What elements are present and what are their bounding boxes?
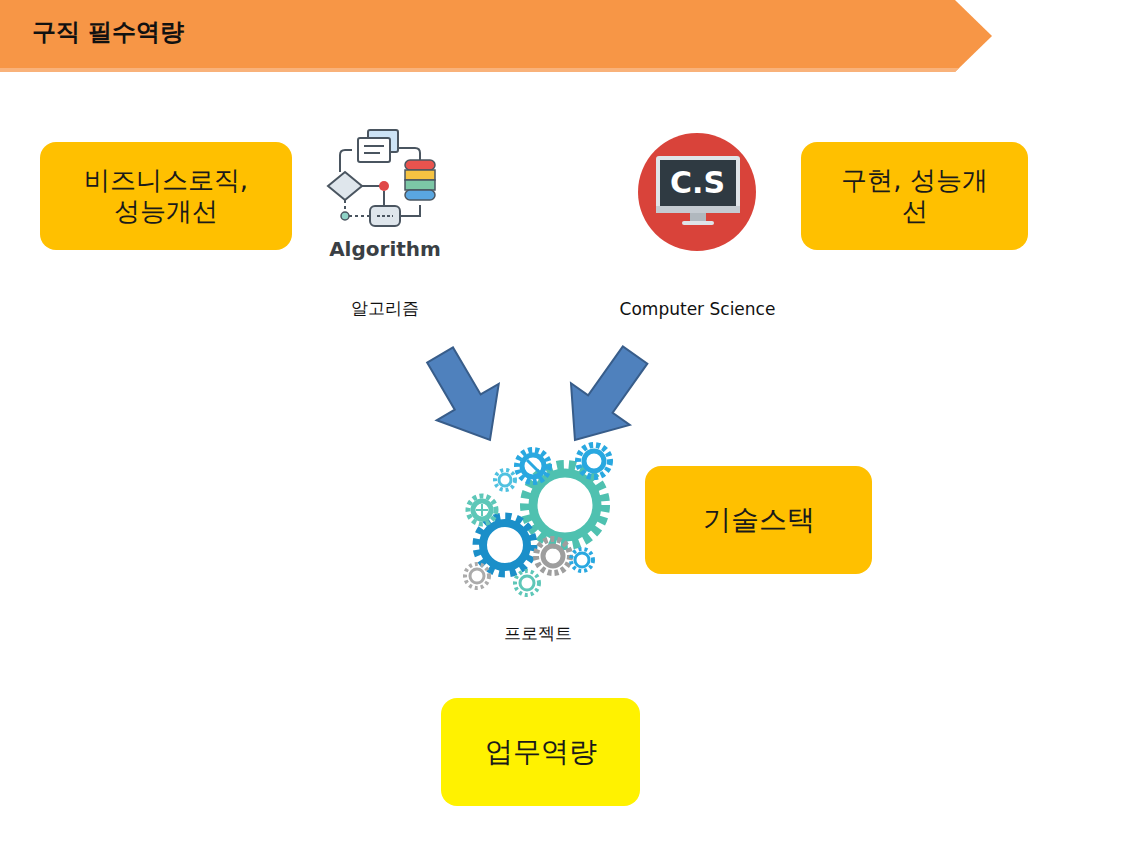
block-arrow [427,347,499,440]
icon-caption: 알고리즘 [310,297,460,320]
icon-caption: Computer Science [600,299,795,319]
banner-shade [0,68,959,72]
project-node: 프로젝트 [455,440,620,645]
block-arrow [571,346,647,440]
icon-caption: 프로젝트 [455,622,620,645]
competency-box: 업무역량 [441,698,640,806]
box-label: 비즈니스로직, 성능개선 [70,165,262,227]
box-label: 구현, 성능개선 [839,165,990,227]
competency-box: 구현, 성능개선 [801,142,1028,250]
computer-science-node: C.S Computer Science [600,125,795,355]
box-label: 기술스택 [703,503,815,537]
competency-box: 비즈니스로직, 성능개선 [40,142,292,250]
algorithm-node: Algorithm 알고리즘 [310,125,460,355]
algorithm-icon [328,130,435,226]
box-label: 업무역량 [485,735,597,769]
title-banner [0,0,992,72]
icon-label: C.S [600,165,795,200]
gears-icon [465,445,610,595]
icon-label: Algorithm [310,237,460,261]
competency-box: 기술스택 [645,466,872,574]
page-title: 구직 필수역량 [32,16,184,48]
